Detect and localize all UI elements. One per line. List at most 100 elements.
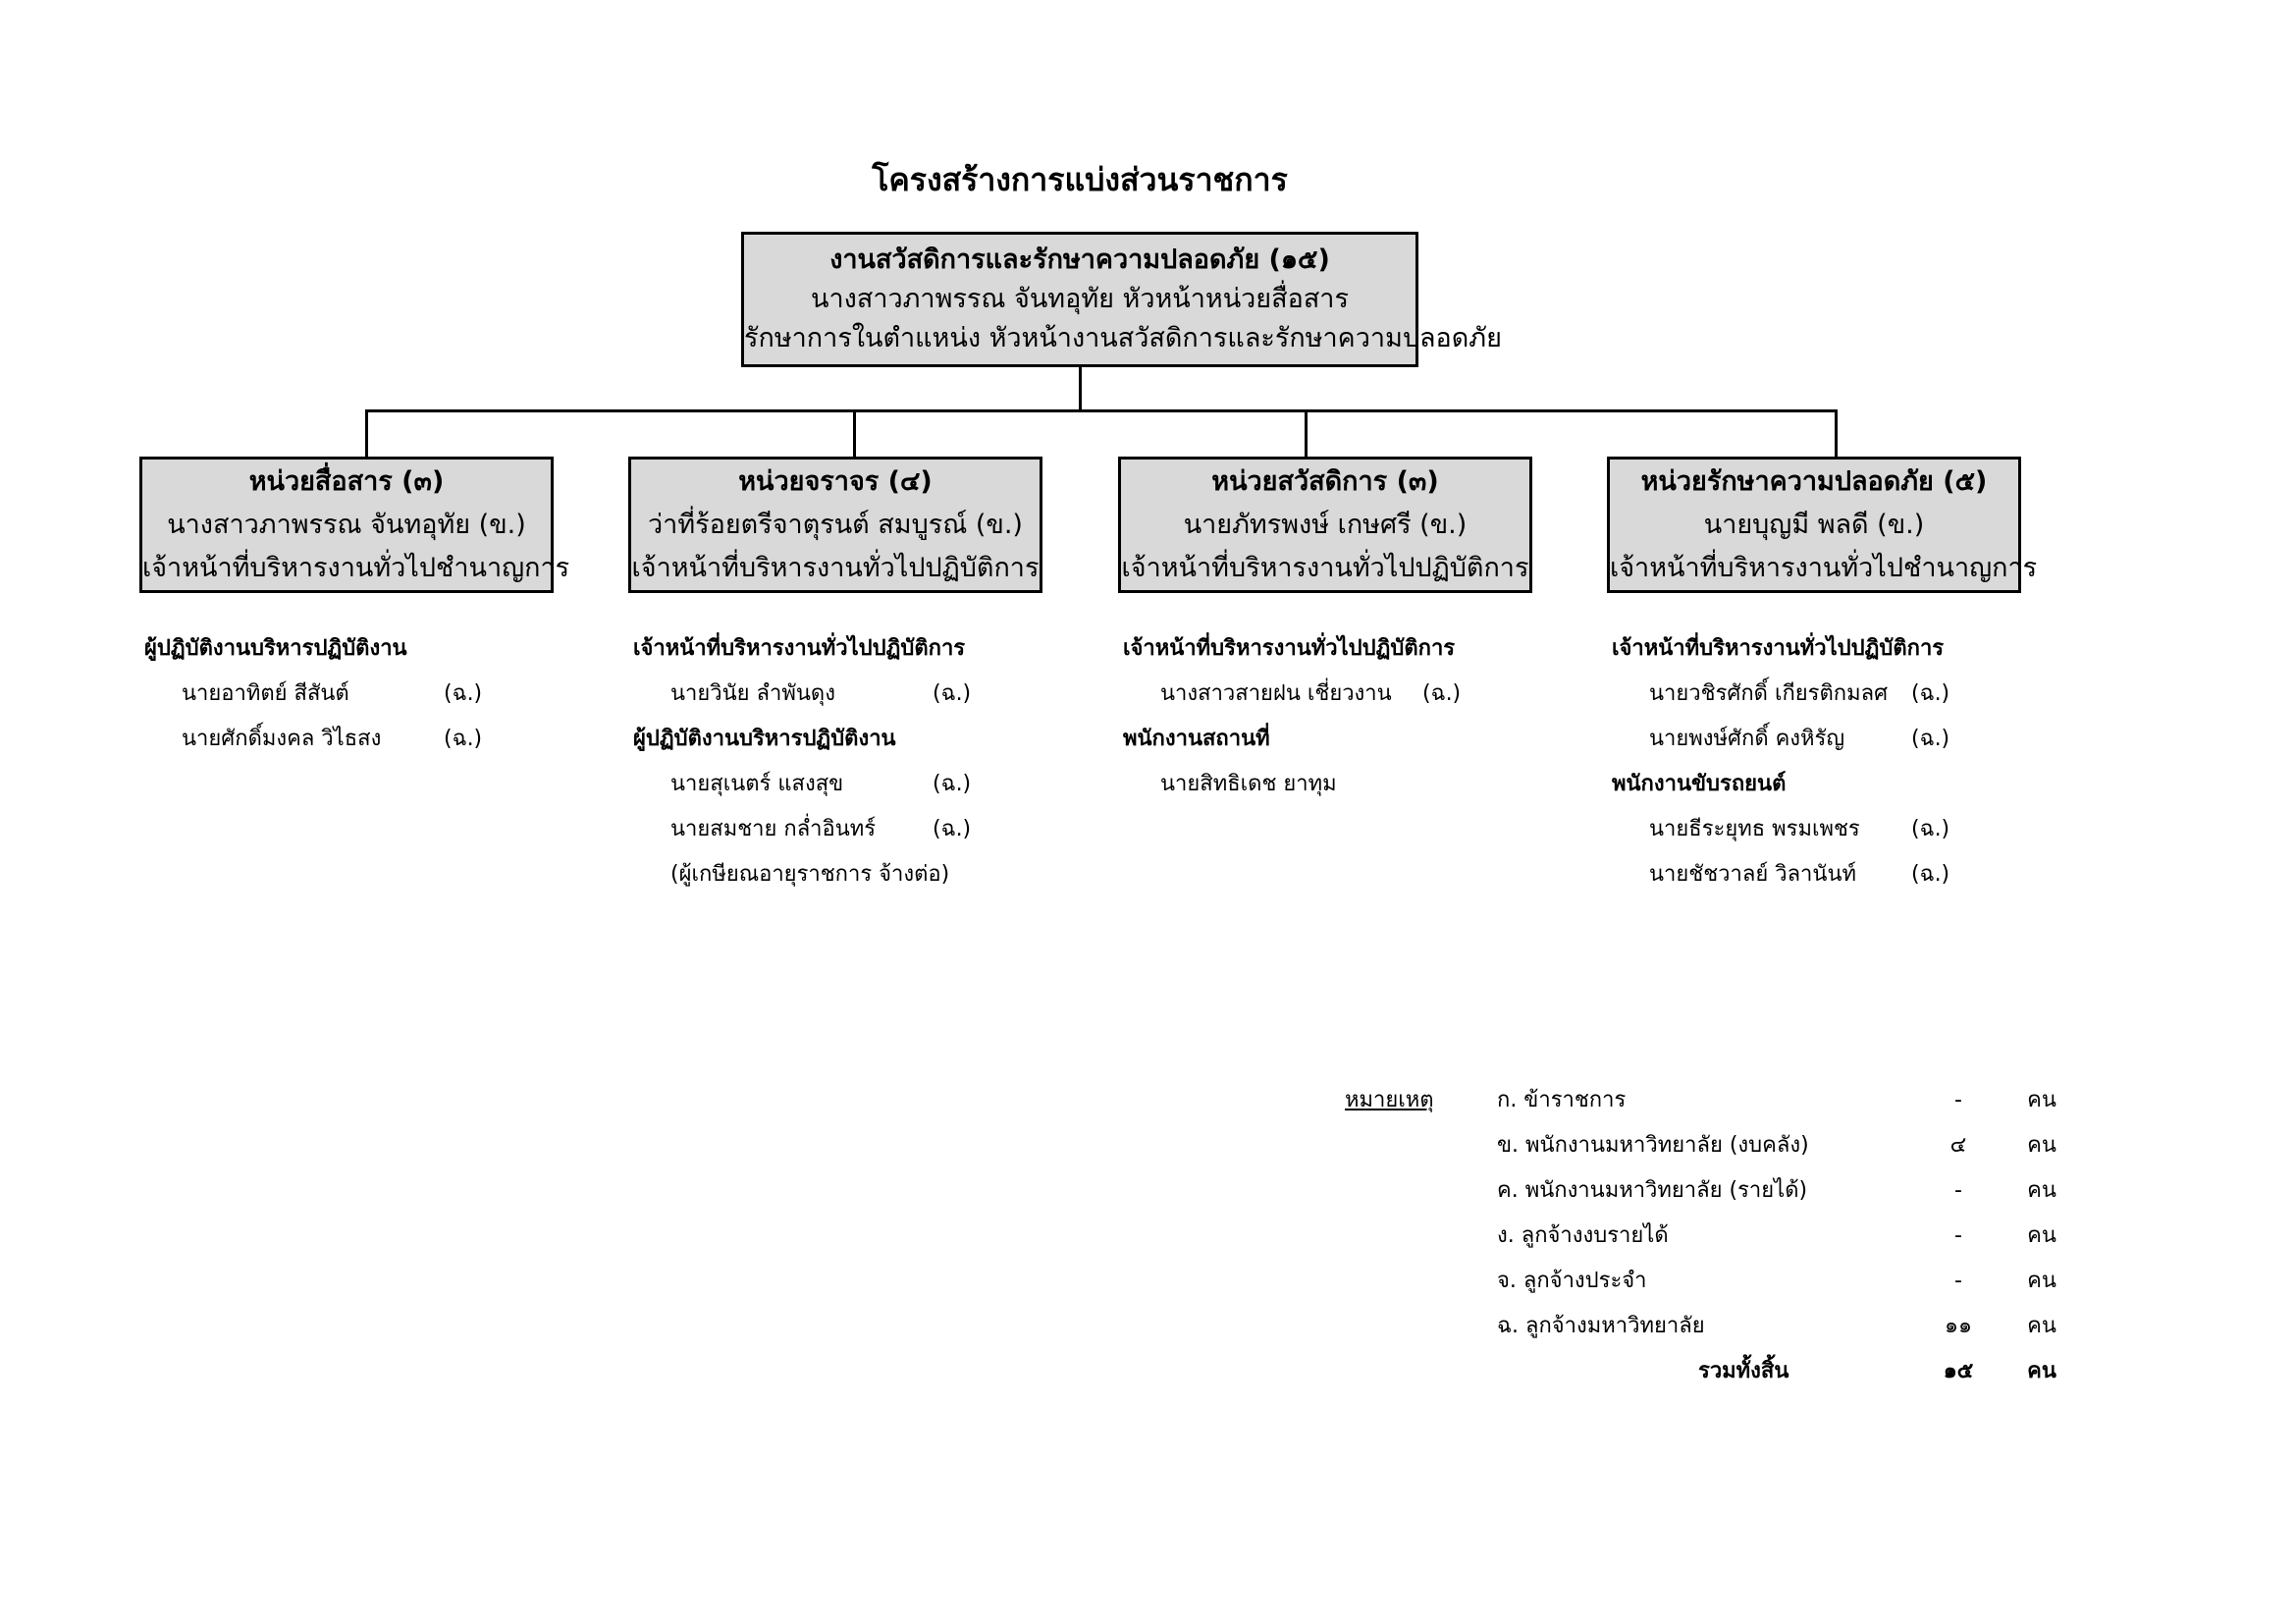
remark-row-text: ก. ข้าราชการ — [1497, 1088, 1627, 1112]
staff-member: นายพงษ์ศักดิ์ คงหิรัญ (ฉ.) — [1612, 717, 1949, 762]
unit-name: หน่วยจราจร (๔) — [738, 465, 933, 497]
staff-name: นายธีระยุทธ พรมเพชร — [1649, 817, 1860, 841]
unit-role: เจ้าหน้าที่บริหารงานทั่วไปปฏิบัติการ — [1121, 552, 1529, 583]
remark-total-count: ๑๕ — [1943, 1359, 1974, 1383]
staff-code: (ฉ.) — [933, 817, 972, 841]
remark-row-unit: คน — [2027, 1223, 2056, 1248]
staff-member: นายอาทิตย์ สีสันต์ (ฉ.) — [144, 672, 482, 717]
remark-row-text: ข. พนักงานมหาวิทยาลัย (งบคลัง) — [1497, 1133, 1809, 1158]
staff-member: นายศักดิ์มงคล วิไธสง (ฉ.) — [144, 717, 482, 762]
unit-person: ว่าที่ร้อยตรีจาตุรนต์ สมบูรณ์ (ข.) — [648, 509, 1023, 540]
remark-total-unit: คน — [2027, 1359, 2056, 1383]
staff-code: (ฉ.) — [444, 681, 483, 706]
staff-member: นายสมชาย กล่ำอินทร์ (ฉ.) — [633, 807, 971, 852]
remark-row: ค. พนักงานมหาวิทยาลัย (รายได้) - คน — [1497, 1168, 2184, 1214]
staff-group-heading: พนักงานขับรถยนต์ — [1612, 772, 1787, 796]
remark-row: ฉ. ลูกจ้างมหาวิทยาลัย ๑๑ คน — [1497, 1304, 2184, 1349]
staff-group-heading: เจ้าหน้าที่บริหารงานทั่วไปปฏิบัติการ — [1612, 636, 1945, 661]
unit-role: เจ้าหน้าที่บริหารงานทั่วไปชำนาญการ — [1610, 552, 2038, 583]
remark-row-unit: คน — [2027, 1314, 2056, 1338]
unit-box-communication: หน่วยสื่อสาร (๓) นางสาวภาพรรณ จันทอุทัย … — [139, 457, 570, 593]
connector-unit-4 — [1835, 409, 1838, 457]
staff-code: (ฉ.) — [1911, 681, 1950, 706]
remark-row-unit: คน — [2027, 1088, 2056, 1112]
connector-unit-1 — [365, 409, 368, 457]
remark-row-count: ๑๑ — [1945, 1314, 1972, 1338]
staff-code: (ฉ.) — [1422, 681, 1462, 706]
remark-row-count: - — [1954, 1088, 1962, 1112]
remark-row-count: ๔ — [1949, 1133, 1967, 1158]
connector-top-stem — [1079, 367, 1082, 411]
staff-member: นายชัชวาลย์ วิลานันท์ (ฉ.) — [1612, 852, 1949, 897]
unit-person: นางสาวภาพรรณ จันทอุทัย (ข.) — [167, 509, 526, 540]
unit-box-traffic: หน่วยจราจร (๔) ว่าที่ร้อยตรีจาตุรนต์ สมบ… — [628, 457, 1042, 593]
staff-group-heading: ผู้ปฏิบัติงานบริหารปฏิบัติงาน — [633, 727, 896, 751]
remark-row-text: ง. ลูกจ้างงบรายได้ — [1497, 1223, 1669, 1248]
staff-member: นายสุเนตร์ แสงสุข (ฉ.) — [633, 762, 971, 807]
staff-list-security: เจ้าหน้าที่บริหารงานทั่วไปปฏิบัติการ นาย… — [1612, 626, 1949, 897]
staff-member: นายธีระยุทธ พรมเพชร (ฉ.) — [1612, 807, 1949, 852]
staff-list-traffic: เจ้าหน้าที่บริหารงานทั่วไปปฏิบัติการ นาย… — [633, 626, 971, 897]
unit-role: เจ้าหน้าที่บริหารงานทั่วไปชำนาญการ — [142, 552, 570, 583]
staff-code: (ฉ.) — [444, 727, 483, 751]
top-unit-role: รักษาการในตำแหน่ง หัวหน้างานสวัสดิการและ… — [744, 323, 1502, 353]
remark-row-count: - — [1954, 1223, 1962, 1248]
staff-group-heading: เจ้าหน้าที่บริหารงานทั่วไปปฏิบัติการ — [1123, 636, 1456, 661]
remark-row: ง. ลูกจ้างงบรายได้ - คน — [1497, 1214, 2184, 1259]
staff-group-heading: พนักงานสถานที่ — [1123, 727, 1270, 751]
remark-total-row: รวมทั้งสิ้น ๑๕ คน — [1497, 1349, 2184, 1394]
staff-name: นางสาวสายฝน เชี่ยวงาน — [1160, 681, 1392, 706]
staff-name: นายชัชวาลย์ วิลานันท์ — [1649, 862, 1856, 887]
remark-row-count: - — [1954, 1178, 1962, 1203]
staff-group-heading: ผู้ปฏิบัติงานบริหารปฏิบัติงาน — [144, 636, 407, 661]
remark-row-text: ฉ. ลูกจ้างมหาวิทยาลัย — [1497, 1314, 1705, 1338]
top-unit-name: งานสวัสดิการและรักษาความปลอดภัย (๑๕) — [829, 244, 1330, 275]
unit-box-security: หน่วยรักษาความปลอดภัย (๕) นายบุญมี พลดี … — [1607, 457, 2038, 593]
top-unit-box: งานสวัสดิการและรักษาความปลอดภัย (๑๕) นาง… — [741, 232, 1502, 367]
staff-member: นายสิทธิเดช ยาทุม — [1123, 762, 1455, 807]
unit-role: เจ้าหน้าที่บริหารงานทั่วไปปฏิบัติการ — [631, 552, 1040, 583]
staff-group-heading: เจ้าหน้าที่บริหารงานทั่วไปปฏิบัติการ — [633, 636, 966, 661]
staff-note: (ผู้เกษียณอายุราชการ จ้างต่อ) — [670, 862, 950, 887]
connector-unit-2 — [853, 409, 856, 457]
remark-row: ข. พนักงานมหาวิทยาลัย (งบคลัง) ๔ คน — [1497, 1123, 2184, 1168]
staff-list-welfare: เจ้าหน้าที่บริหารงานทั่วไปปฏิบัติการ นาง… — [1123, 626, 1461, 807]
unit-person: นายบุญมี พลดี (ข.) — [1703, 509, 1925, 540]
staff-name: นายศักดิ์มงคล วิไธสง — [182, 727, 382, 751]
connector-horizontal — [365, 409, 1838, 412]
staff-member: นายวินัย ลำพันดุง (ฉ.) — [633, 672, 971, 717]
staff-name: นายอาทิตย์ สีสันต์ — [182, 681, 349, 706]
staff-name: นายสมชาย กล่ำอินทร์ — [670, 817, 877, 841]
staff-name: นายวินัย ลำพันดุง — [670, 681, 835, 706]
staff-name: นายวชิรศักดิ์ เกียรติกมลศ — [1649, 681, 1889, 706]
remark-row-text: จ. ลูกจ้างประจำ — [1497, 1269, 1647, 1293]
unit-person: นายภัทรพงษ์ เกษศรี (ข.) — [1183, 509, 1468, 540]
top-unit-person: นางสาวภาพรรณ จันทอุทัย หัวหน้าหน่วยสื่อส… — [811, 284, 1349, 314]
page-title: โครงสร้างการแบ่งส่วนราชการ — [872, 161, 1288, 198]
staff-code: (ฉ.) — [1911, 727, 1950, 751]
staff-code: (ฉ.) — [1911, 862, 1950, 887]
remark-row-unit: คน — [2027, 1133, 2056, 1158]
remark-row-text: ค. พนักงานมหาวิทยาลัย (รายได้) — [1497, 1178, 1808, 1203]
unit-name: หน่วยสวัสดิการ (๓) — [1211, 465, 1439, 497]
staff-member: นายวชิรศักดิ์ เกียรติกมลศ (ฉ.) — [1612, 672, 1949, 717]
staff-code: (ฉ.) — [1911, 817, 1950, 841]
remark-row-unit: คน — [2027, 1269, 2056, 1293]
connector-unit-3 — [1305, 409, 1308, 457]
staff-member: นางสาวสายฝน เชี่ยวงาน (ฉ.) — [1123, 672, 1461, 717]
unit-box-welfare: หน่วยสวัสดิการ (๓) นายภัทรพงษ์ เกษศรี (ข… — [1118, 457, 1532, 593]
remark-row: ก. ข้าราชการ - คน — [1497, 1078, 2184, 1123]
unit-name: หน่วยรักษาความปลอดภัย (๕) — [1640, 465, 1988, 497]
staff-code: (ฉ.) — [933, 681, 972, 706]
staff-name: นายสุเนตร์ แสงสุข — [670, 772, 844, 796]
remark-label: หมายเหตุ — [1345, 1088, 1434, 1112]
remark-total-text: รวมทั้งสิ้น — [1698, 1359, 1789, 1383]
staff-list-communication: ผู้ปฏิบัติงานบริหารปฏิบัติงาน นายอาทิตย์… — [144, 626, 482, 762]
staff-name: นายสิทธิเดช ยาทุม — [1160, 772, 1337, 796]
staff-code: (ฉ.) — [933, 772, 972, 796]
unit-name: หน่วยสื่อสาร (๓) — [248, 465, 445, 497]
remark-row-count: - — [1954, 1269, 1962, 1293]
remark-row: จ. ลูกจ้างประจำ - คน — [1497, 1259, 2184, 1304]
remark-row-unit: คน — [2027, 1178, 2056, 1203]
staff-name: นายพงษ์ศักดิ์ คงหิรัญ — [1649, 727, 1845, 751]
